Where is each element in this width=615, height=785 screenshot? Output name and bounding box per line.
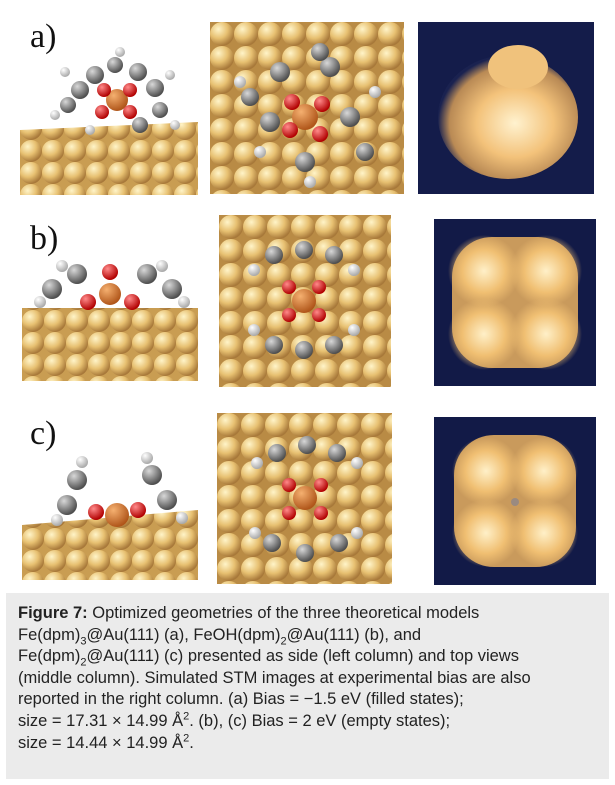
caption-line-7: size = 14.44 × 14.99 Å2. <box>18 732 194 752</box>
figure-label: Figure 7: <box>18 604 88 622</box>
figure-caption: Figure 7: Optimized geometries of the th… <box>6 593 609 779</box>
caption-line-6: size = 17.31 × 14.99 Å2. (b), (c) Bias =… <box>18 710 451 730</box>
top-view-model-a <box>210 22 404 194</box>
side-view-model-c <box>22 440 198 580</box>
stm-image-c <box>434 417 596 585</box>
caption-line-4: (middle column). Simulated STM images at… <box>18 668 531 687</box>
panel-label-b: b) <box>30 220 59 257</box>
side-view-model-a <box>20 30 198 195</box>
caption-line-2: Fe(dpm)3@Au(111) (a), FeOH(dpm)2@Au(111)… <box>18 625 422 647</box>
top-view-model-c <box>217 413 392 584</box>
stm-image-a <box>418 22 594 194</box>
side-view-model-b <box>22 244 198 381</box>
panel-label-c: c) <box>30 415 57 452</box>
caption-line-1: Figure 7: Optimized geometries of the th… <box>18 604 480 622</box>
caption-line-5: reported in the right column. (a) Bias =… <box>18 690 464 709</box>
caption-line-3: Fe(dpm)2@Au(111) (c) presented as side (… <box>18 647 519 669</box>
top-view-model-b <box>219 215 391 387</box>
stm-image-b <box>434 219 596 386</box>
panel-label-a: a) <box>30 18 57 55</box>
